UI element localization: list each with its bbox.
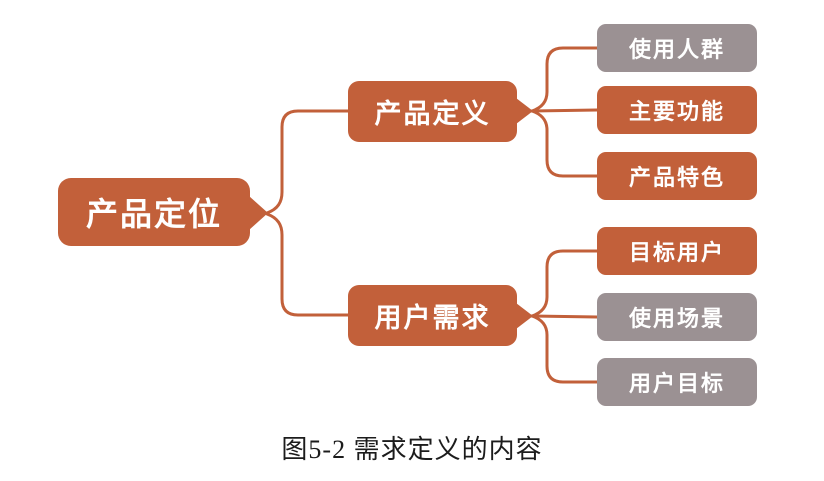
- branch1-chevron-tab: [516, 98, 533, 124]
- node-branch-product-definition: 产品定义: [348, 81, 517, 142]
- node-leaf-user-group: 使用人群: [597, 24, 757, 72]
- node-leaf-product-features: 产品特色: [597, 152, 757, 200]
- node-leaf-user-goals: 用户目标: [597, 358, 757, 406]
- node-leaf-main-functions: 主要功能: [597, 86, 757, 134]
- figure-caption: 图5-2 需求定义的内容: [281, 435, 543, 464]
- branch2-chevron-tab: [516, 303, 533, 329]
- node-branch-user-needs: 用户需求: [348, 285, 517, 346]
- node-leaf-usage-scenarios: 使用场景: [597, 293, 757, 341]
- node-product-positioning: 产品定位: [58, 178, 250, 246]
- node-leaf-target-users: 目标用户: [597, 227, 757, 275]
- root-chevron-tab: [249, 196, 268, 230]
